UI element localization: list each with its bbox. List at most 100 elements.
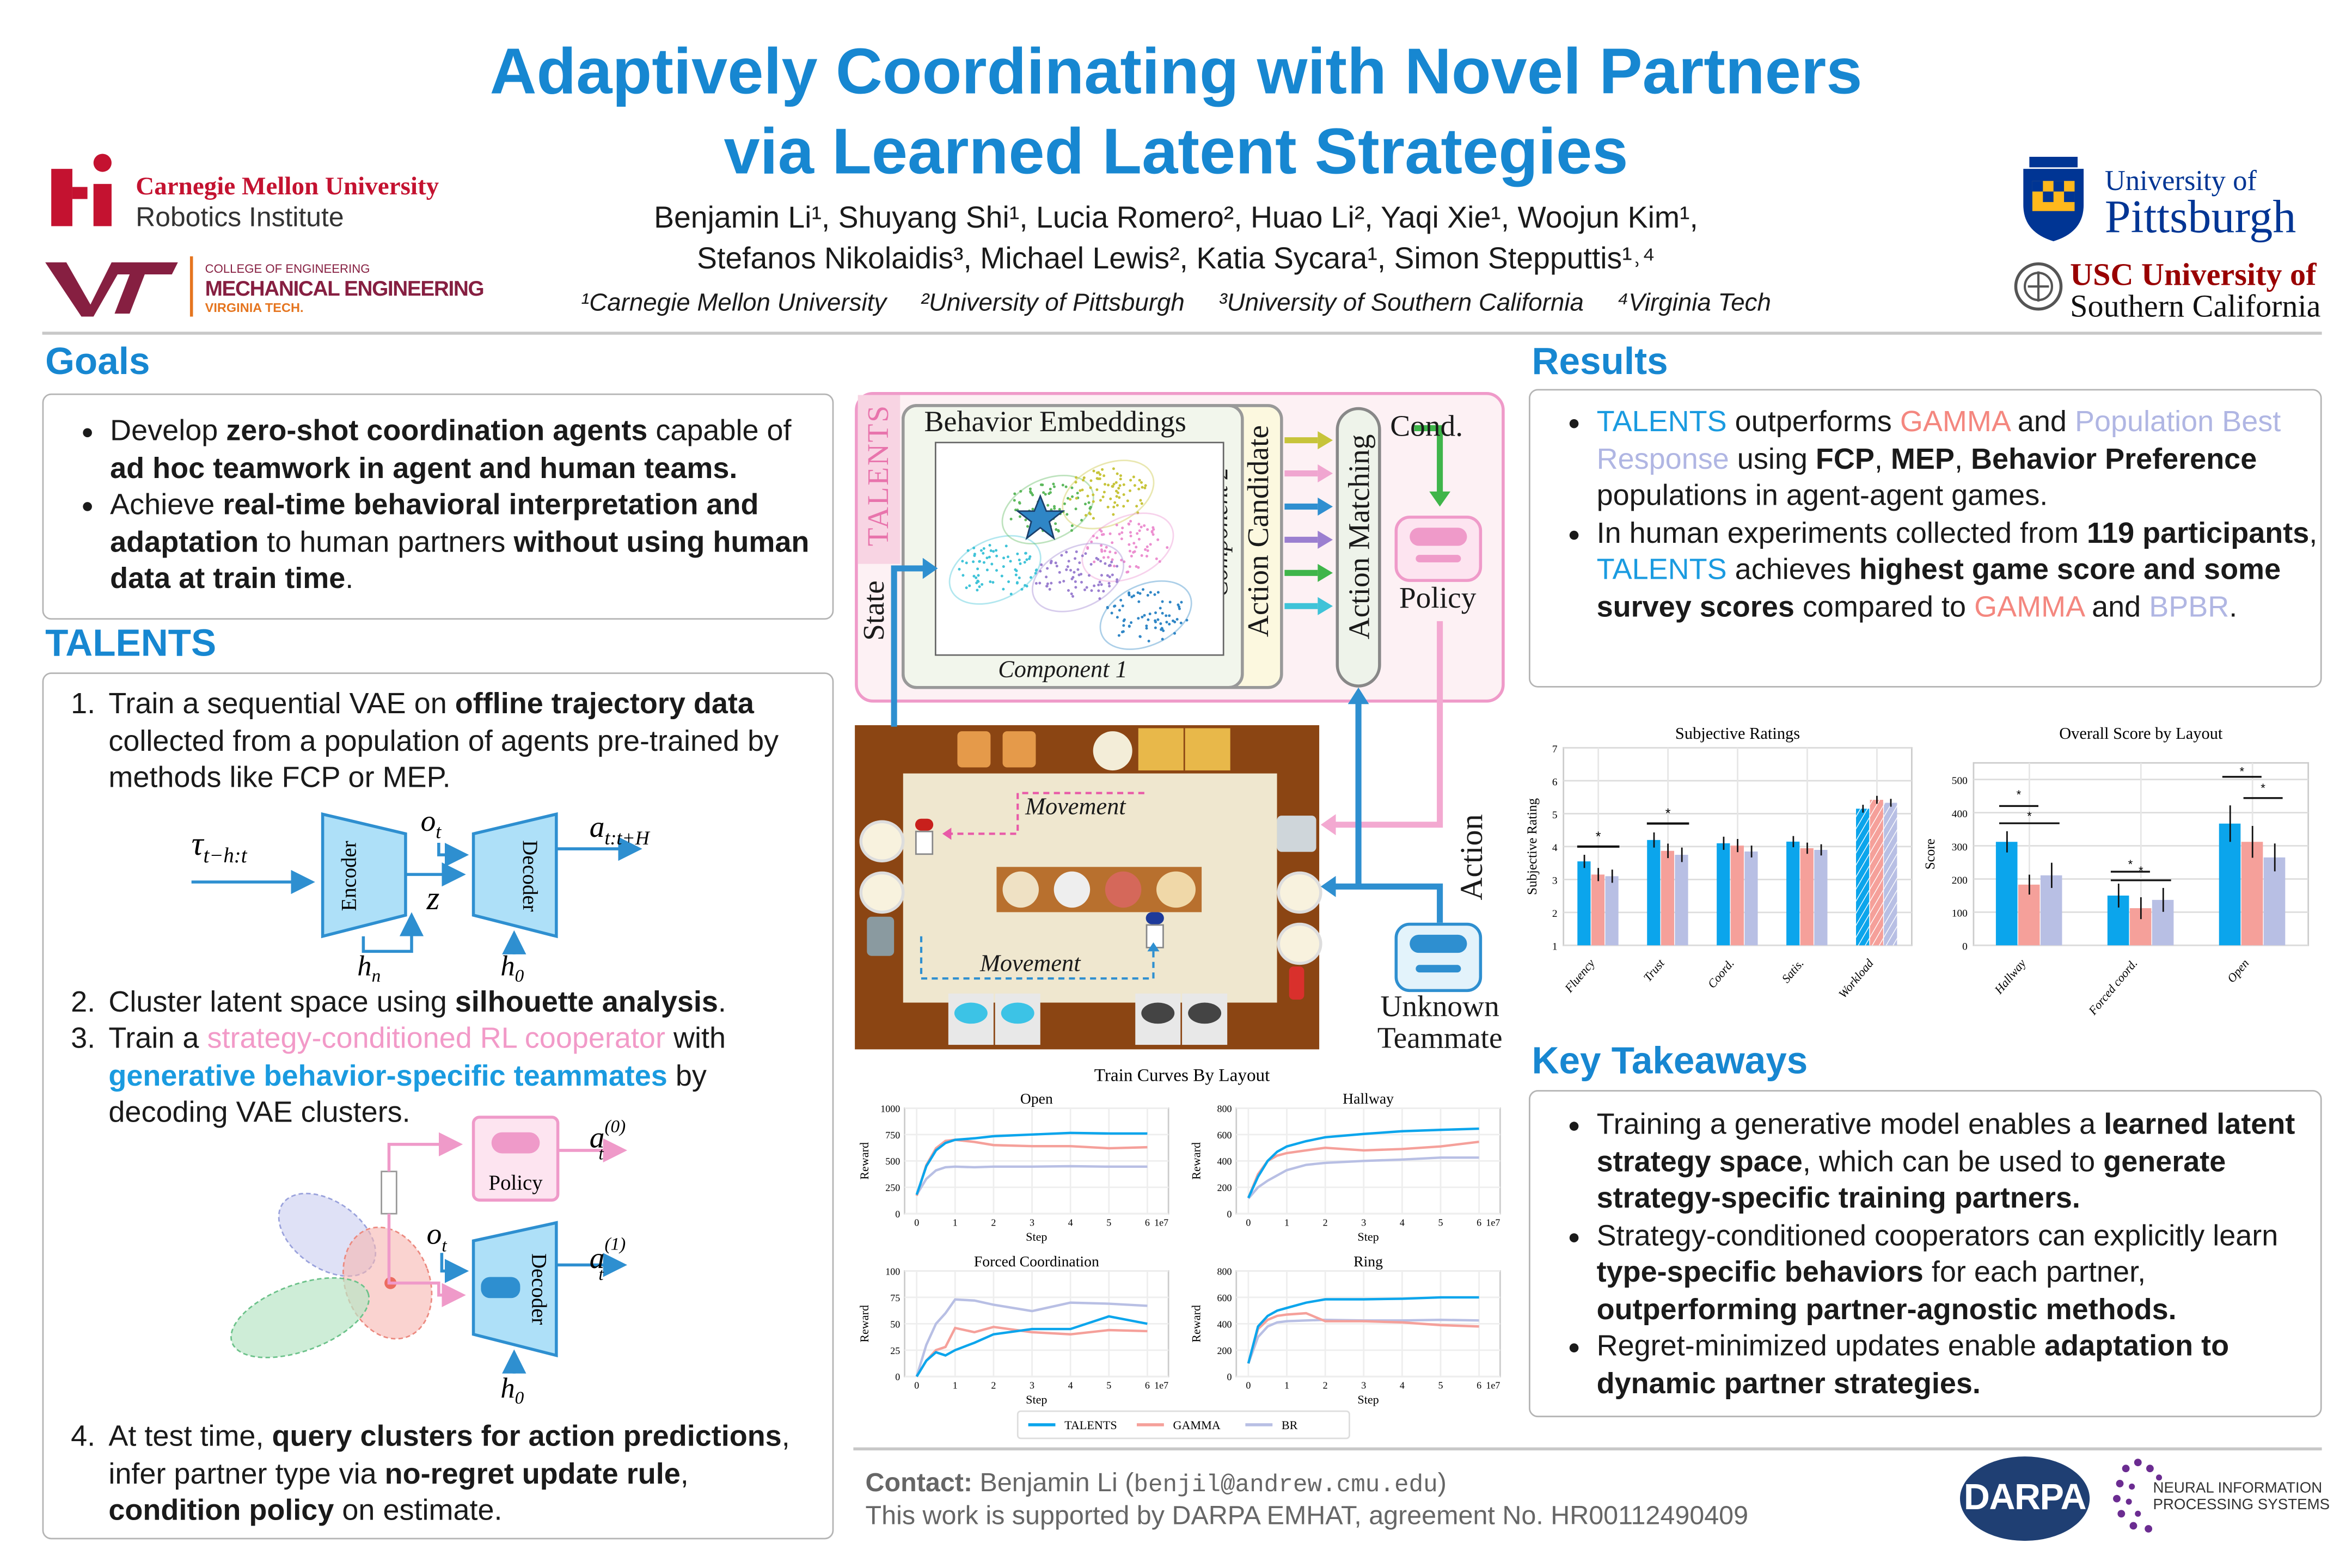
embedding-point: [966, 549, 970, 552]
takeaways-box: Training a generative model enables a le…: [1528, 1090, 2322, 1418]
embedding-point: [978, 585, 981, 589]
embedding-point: [1130, 595, 1134, 598]
text-segment: zero-shot coordination agents: [226, 414, 648, 448]
footer-divider: [853, 1447, 2322, 1450]
vae-input-label: τt−h:t: [192, 826, 248, 867]
step-4-text: At test time, query clusters for action …: [108, 1419, 817, 1530]
embedding-point: [1143, 614, 1146, 617]
bar-gamma: [2018, 884, 2040, 946]
embedding-point: [1039, 569, 1042, 573]
embedding-point: [1121, 604, 1124, 608]
text-segment: by decoding VAE clusters.: [108, 1059, 707, 1130]
embedding-point: [1108, 550, 1112, 554]
embedding-point: [990, 562, 994, 566]
embedding-point: [1115, 523, 1118, 526]
embedding-point: [1044, 493, 1047, 496]
x-tick-label: 2: [991, 1380, 996, 1391]
y-tick-label: 0: [1227, 1209, 1232, 1220]
embedding-point: [1071, 495, 1074, 498]
line-br: [915, 1165, 1148, 1196]
significance-marker: *: [2261, 781, 2265, 795]
teammate-line-2: Teammate: [1377, 1022, 1503, 1056]
embedding-point: [1084, 503, 1087, 506]
embedding-point: [1087, 574, 1091, 577]
embedding-point: [1155, 557, 1158, 560]
trash-can-icon: [867, 916, 895, 956]
embedding-point: [992, 550, 995, 553]
title-line-1: Adaptively Coordinating with Novel Partn…: [489, 36, 1863, 109]
embedding-point: [1064, 485, 1068, 488]
bar-br: [1605, 876, 1619, 946]
x-tick-label: 5: [1438, 1217, 1443, 1228]
text-segment: ad hoc teamwork in agent and human teams…: [110, 451, 738, 485]
results-list: TALENTS outperforms GAMMA and Population…: [1530, 404, 2320, 626]
embedding-point: [1138, 479, 1141, 482]
embedding-point: [1004, 544, 1008, 548]
embedding-point: [1173, 632, 1177, 635]
x-tick-label: 2: [1323, 1380, 1328, 1391]
embedding-point: [1093, 584, 1096, 587]
text-segment: ,: [2309, 516, 2318, 550]
embedding-point: [995, 569, 998, 572]
bar-br: [1814, 849, 1828, 946]
embedding-point: [1070, 529, 1073, 532]
affiliation: ³University of Southern California: [1218, 289, 1584, 317]
embedding-point: [1116, 565, 1119, 568]
embedding-point: [1146, 545, 1149, 548]
embedding-point: [1100, 544, 1103, 547]
embedding-point: [1071, 575, 1075, 579]
x-tick-label: 1: [953, 1380, 958, 1391]
decoder-block: [471, 812, 558, 939]
text-segment: with: [665, 1022, 726, 1056]
embedding-point: [985, 568, 989, 572]
embedding-point: [1079, 489, 1082, 492]
text-segment: on estimate.: [334, 1494, 503, 1528]
sink-icon: [1277, 816, 1316, 852]
usc-line-1-text: USC University of: [2070, 256, 2317, 293]
tortilla-icon: [1156, 871, 1196, 908]
text-segment: capable of: [647, 414, 792, 448]
teammate-action-arrow: [1334, 883, 1443, 923]
h0-label: h0: [500, 1373, 524, 1408]
embedding-point: [1065, 568, 1068, 571]
title-line-2: via Learned Latent Strategies: [724, 116, 1628, 189]
bar-gamma: [1870, 800, 1883, 946]
x-tick-label: 3: [1361, 1380, 1366, 1391]
embedding-point: [1048, 492, 1051, 495]
embedding-point: [1129, 489, 1132, 492]
vt-mark-icon: [45, 262, 178, 317]
y-axis-label: Subjective Rating: [1525, 798, 1540, 895]
embedding-point: [1053, 507, 1056, 510]
embedding-point: [1168, 601, 1172, 604]
embedding-point: [988, 555, 991, 559]
embedding-point: [1100, 583, 1103, 586]
cluster-green: [230, 1277, 370, 1358]
embedding-point: [1082, 479, 1085, 482]
embedding-point: [1112, 482, 1116, 486]
red-chef-icon: [915, 818, 934, 855]
embedding-point: [1161, 611, 1164, 615]
x-tick-label: 4: [1400, 1217, 1405, 1228]
text-segment: MEP: [1890, 442, 1955, 476]
embedding-point: [1002, 565, 1005, 568]
embedding-point: [1154, 611, 1157, 614]
embedding-scatter-plot: [934, 442, 1224, 656]
x-tick-label: 5: [1106, 1217, 1111, 1228]
embedding-point: [1156, 618, 1160, 621]
embedding-point: [1102, 474, 1106, 477]
chart-title: Train Curves By Layout: [1094, 1065, 1270, 1086]
step-number: 4.: [71, 1420, 96, 1454]
poster-title: Adaptively Coordinating with Novel Partn…: [302, 33, 2050, 193]
embedding-point: [1089, 512, 1092, 516]
embedding-point: [1127, 522, 1130, 525]
embedding-point: [1116, 616, 1119, 619]
unknown-teammate-label: Unknown Teammate: [1363, 991, 1516, 1056]
embedding-point: [1092, 500, 1095, 503]
contact-email-link[interactable]: benjil@andrew.cmu.edu: [1134, 1471, 1438, 1499]
panel-title: Forced Coordination: [974, 1253, 1099, 1270]
y-tick-label: 50: [890, 1319, 900, 1330]
y-tick-label: 2: [1552, 908, 1558, 920]
talents-tab-label: TALENTS: [862, 404, 896, 547]
embedding-point: [1024, 552, 1027, 555]
x-scale-label: 1e7: [1486, 1380, 1500, 1391]
